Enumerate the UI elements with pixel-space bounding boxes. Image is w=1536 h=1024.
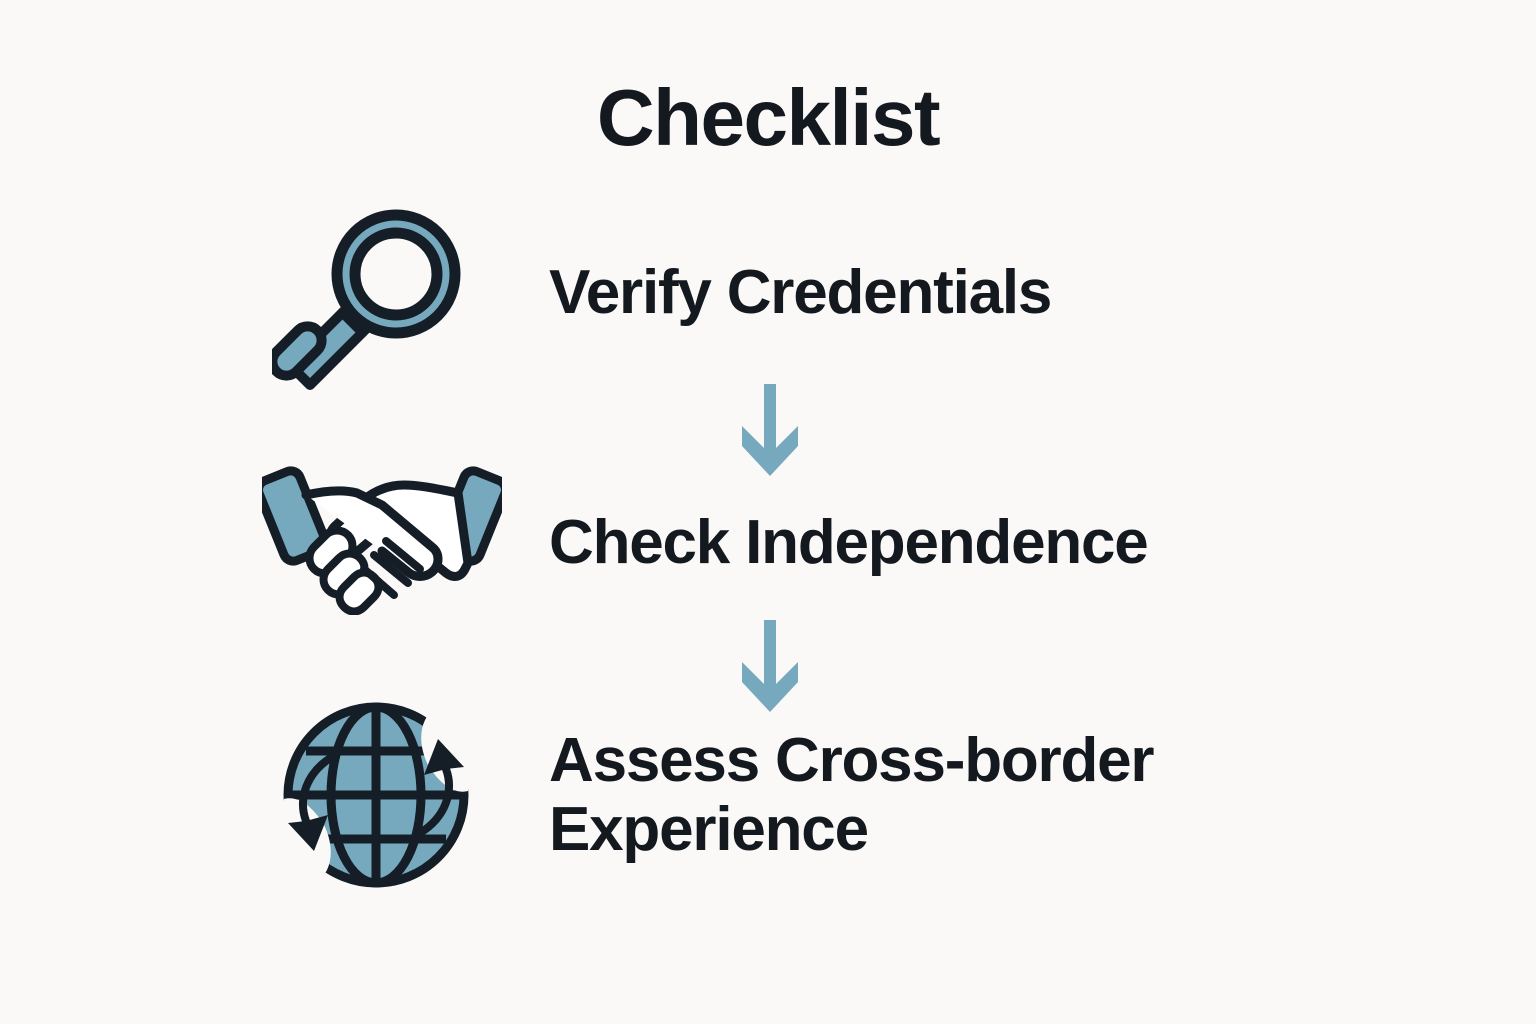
page-title: Checklist xyxy=(596,73,941,162)
step-label-line-2: Experience xyxy=(549,795,869,865)
step-label-verify-credentials: Verify Credentials xyxy=(549,258,1052,327)
globe-with-arrows-icon xyxy=(278,695,478,900)
arrow-down-icon xyxy=(738,384,802,485)
handshake-icon xyxy=(254,455,510,620)
magnifying-glass-icon xyxy=(267,205,482,395)
step-label-assess-cross-border-experience: Assess Cross-border Experience xyxy=(549,726,1329,865)
step-label-check-independence: Check Independence xyxy=(549,508,1149,577)
arrow-down-icon xyxy=(738,620,802,721)
step-label-line-1: Assess Cross-border xyxy=(549,726,1155,795)
